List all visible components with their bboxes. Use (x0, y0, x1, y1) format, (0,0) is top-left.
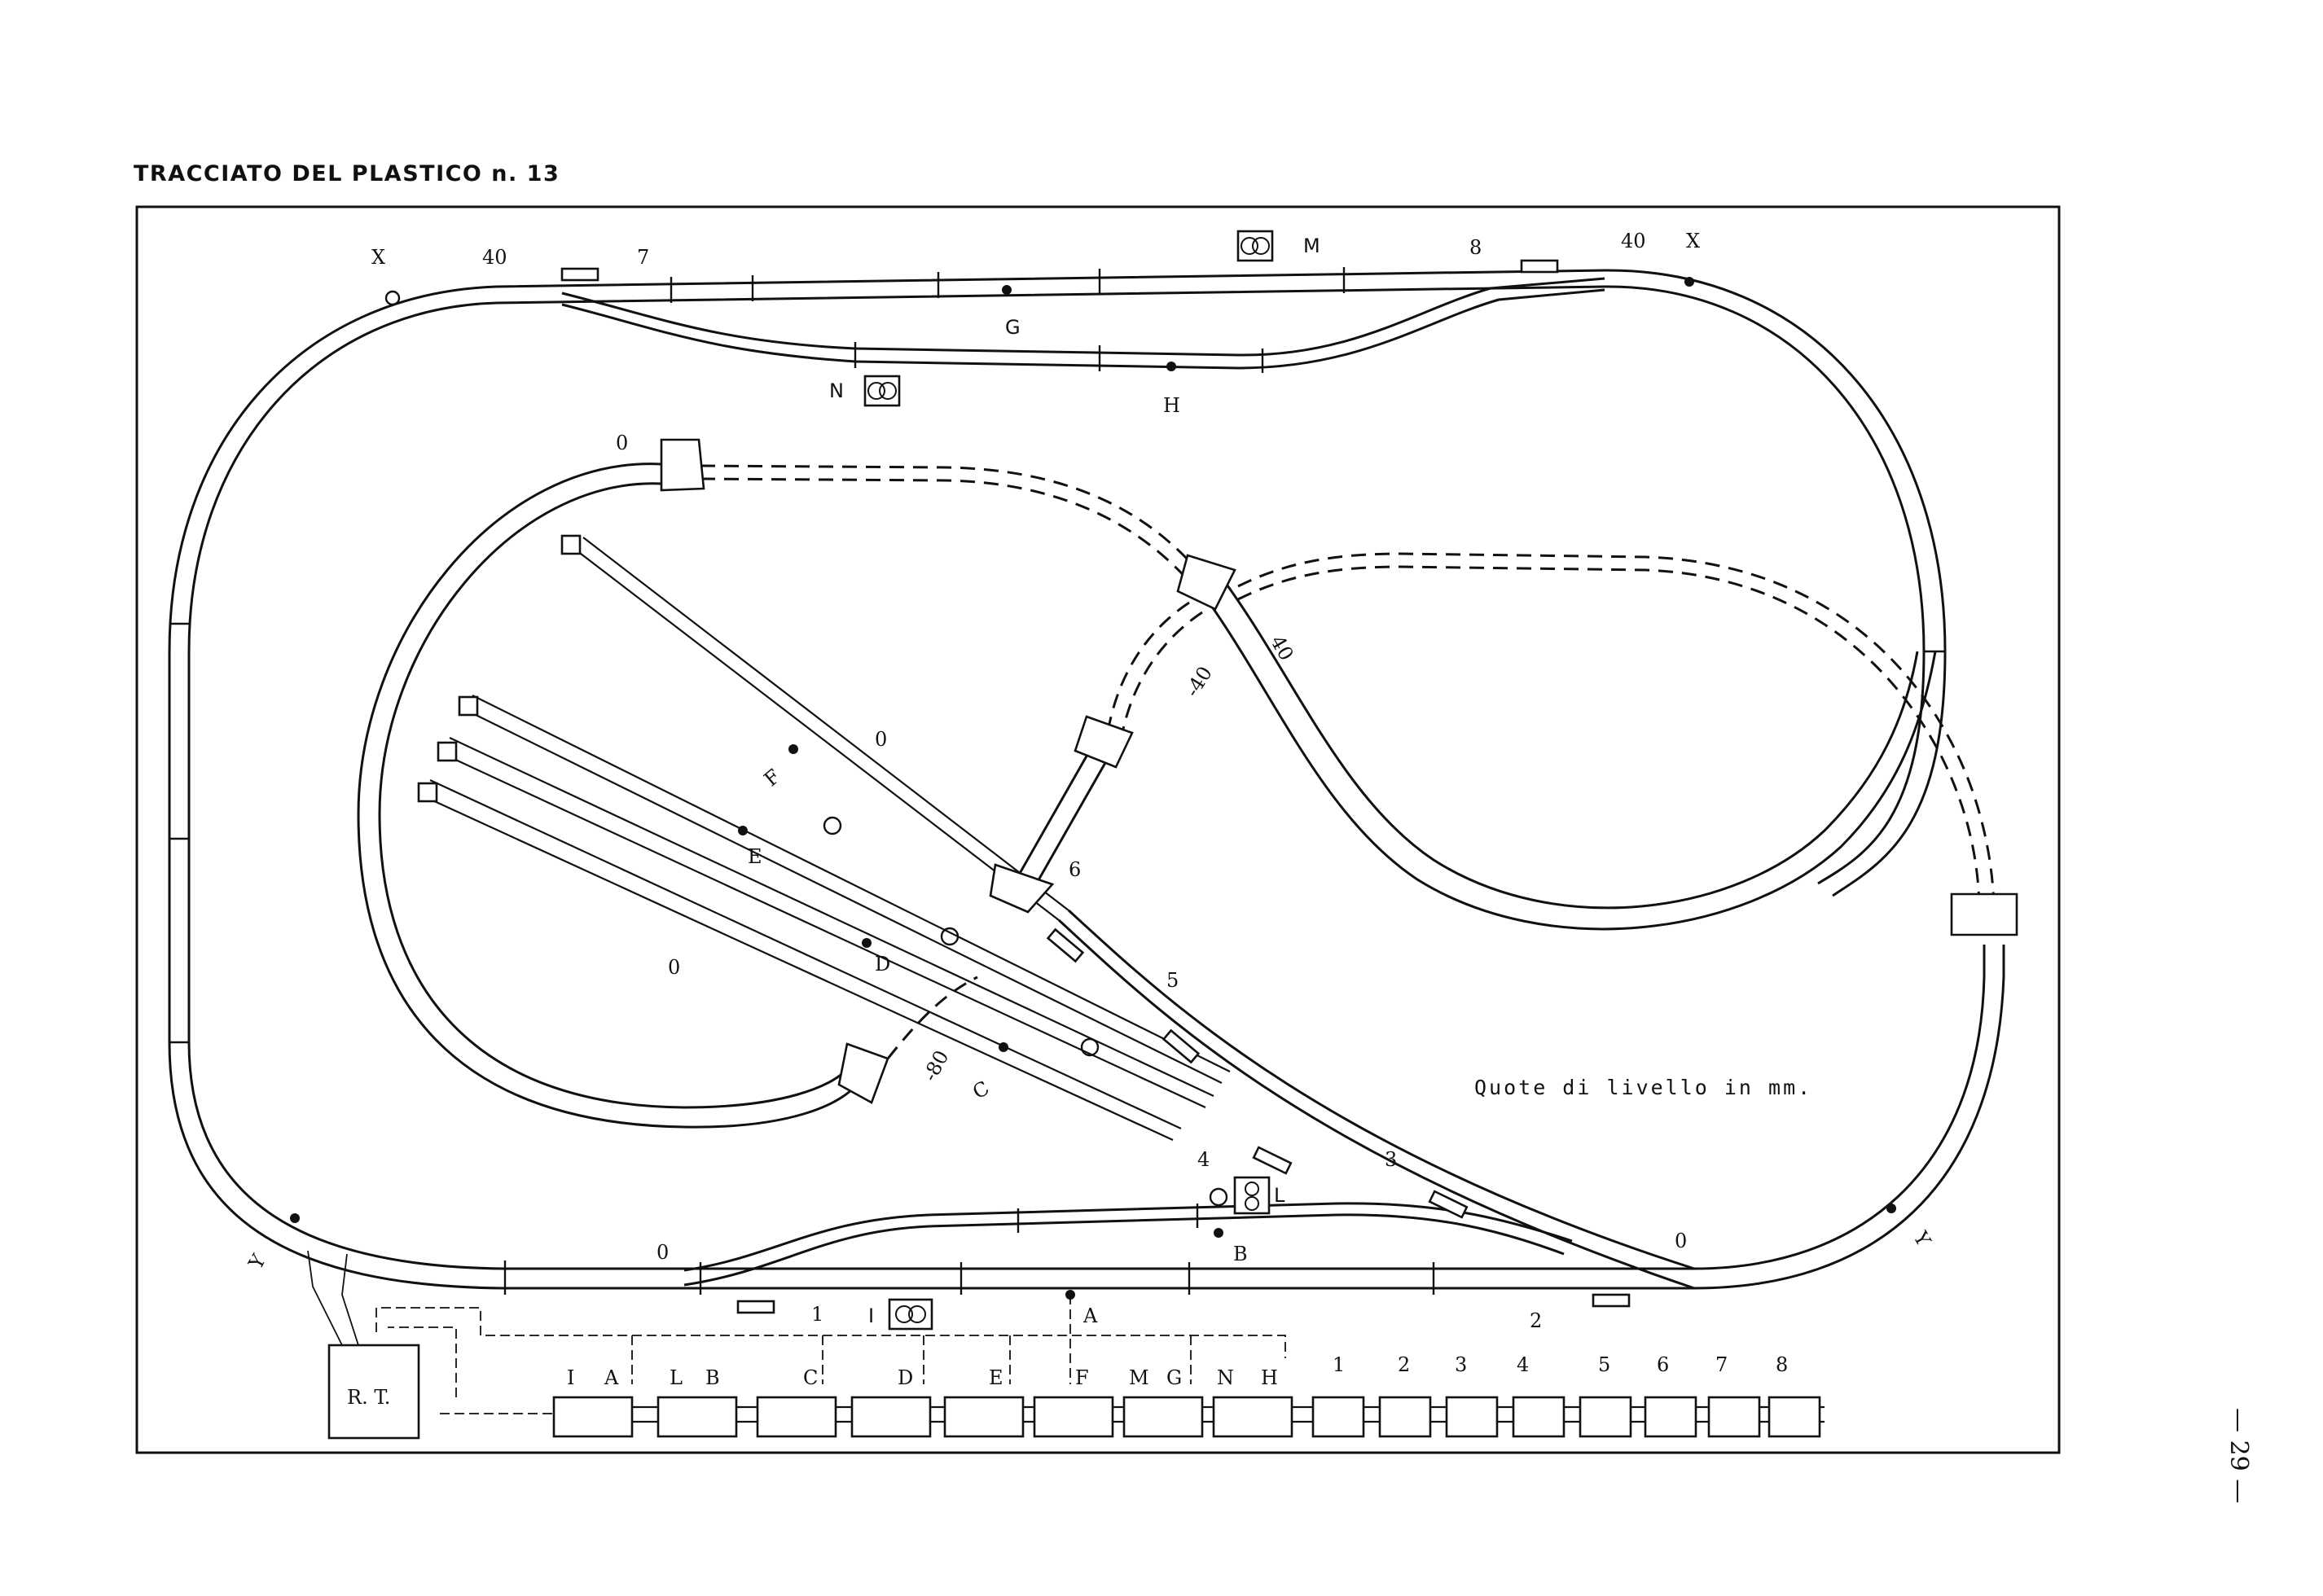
panel-label-b: B (705, 1366, 720, 1389)
turnout-panel-label-6: 6 (1657, 1353, 1669, 1376)
section-x-right: X (1686, 230, 1700, 252)
level-ramp-mid: -40 (1181, 662, 1217, 701)
signal-label-b: B (1233, 1243, 1248, 1265)
turnout-panel-label-8: 8 (1776, 1353, 1788, 1376)
panel-label-n: N (1217, 1366, 1234, 1389)
turnout-label-5: 5 (1166, 969, 1179, 992)
level-bottom-right: 0 (1675, 1230, 1687, 1252)
signal-label-i: I (868, 1304, 874, 1327)
ramp-connector (1010, 747, 1111, 897)
page-title: TRACCIATO DEL PLASTICO n. 13 (134, 161, 560, 186)
panel-label-c: C (803, 1366, 818, 1389)
section-x-left: X (371, 246, 385, 269)
signal-label-h: H (1163, 394, 1180, 417)
level-yard-upper: 0 (875, 728, 887, 751)
turnout-panel-label-3: 3 (1455, 1353, 1467, 1376)
outer-loop-track (168, 269, 2005, 1290)
turnout-panel-label-1: 1 (1333, 1353, 1345, 1376)
level-inner-loop: 0 (616, 432, 628, 454)
legend-note: Quote di livello in mm. (1474, 1076, 1812, 1099)
buffer-stops (417, 534, 582, 803)
level-bottom-left: 0 (656, 1241, 669, 1264)
panel-label-d: D (898, 1366, 913, 1389)
signal-label-m: M (1303, 235, 1320, 257)
panel-label-a: A (604, 1366, 619, 1389)
signals (290, 277, 1896, 1300)
turnout-label-8: 8 (1469, 236, 1482, 259)
signal-label-l: L (1274, 1184, 1285, 1207)
turnout-label-3: 3 (1385, 1148, 1397, 1171)
signal-switch-panels (552, 1396, 1293, 1438)
inner-loop-track (357, 463, 865, 1129)
relay-icons (863, 230, 1274, 1331)
panel-label-h: H (1261, 1366, 1278, 1389)
signal-label-a: A (1082, 1304, 1098, 1327)
turnout-label-1: 1 (811, 1303, 823, 1326)
turnout-panel-label-5: 5 (1598, 1353, 1610, 1376)
level-ramp-upper: 40 (1266, 632, 1298, 664)
panel-label-g: G (1166, 1366, 1182, 1389)
signal-label-n: N (829, 379, 844, 402)
panel-label-e: E (989, 1366, 1003, 1389)
signal-label-f: F (760, 765, 785, 791)
level-yard-lower: 0 (668, 956, 680, 979)
level-ramp-lower: -80 (919, 1046, 954, 1085)
turnout-switch-panels (1311, 1396, 1821, 1438)
turnout-motors (560, 259, 1631, 1314)
turnout-panel-label-2: 2 (1398, 1353, 1410, 1376)
panel-label-f: F (1075, 1366, 1089, 1389)
layout-frame (135, 205, 2061, 1454)
signal-label-g: G (1005, 316, 1021, 339)
panel-label-l: L (670, 1366, 683, 1389)
control-unit-box (327, 1344, 420, 1440)
signal-label-d: D (875, 953, 890, 976)
level-top-right: 40 (1621, 230, 1646, 252)
turnout-panel-label-4: 4 (1517, 1353, 1529, 1376)
turnout-label-2: 2 (1530, 1309, 1542, 1332)
turnout-label-6: 6 (1069, 858, 1081, 881)
signal-label-c: C (968, 1076, 993, 1103)
panel-label-m: M (1129, 1366, 1149, 1389)
control-unit-label: R. T. (347, 1386, 390, 1409)
tunnel-sections (700, 464, 1996, 1059)
tunnel-portals (660, 438, 2018, 1104)
panel-label-i: I (567, 1366, 574, 1389)
page-number: — 29 — (2224, 1408, 2253, 1504)
turnout-label-7: 7 (637, 246, 649, 269)
section-y-right: Y (1908, 1227, 1935, 1252)
top-passing-siding (561, 277, 1605, 370)
track-ties (169, 267, 1945, 1295)
yard-sidings (419, 537, 1695, 1290)
turnout-panel-label-7: 7 (1715, 1353, 1728, 1376)
signal-label-e: E (748, 845, 762, 868)
turnout-label-4: 4 (1197, 1148, 1210, 1171)
wiring (307, 1250, 1825, 1423)
section-y-left: Y (244, 1250, 270, 1274)
figure-eight-track (1196, 572, 1937, 931)
level-top-left: 40 (482, 246, 507, 269)
bottom-passing-siding (683, 1202, 1573, 1287)
